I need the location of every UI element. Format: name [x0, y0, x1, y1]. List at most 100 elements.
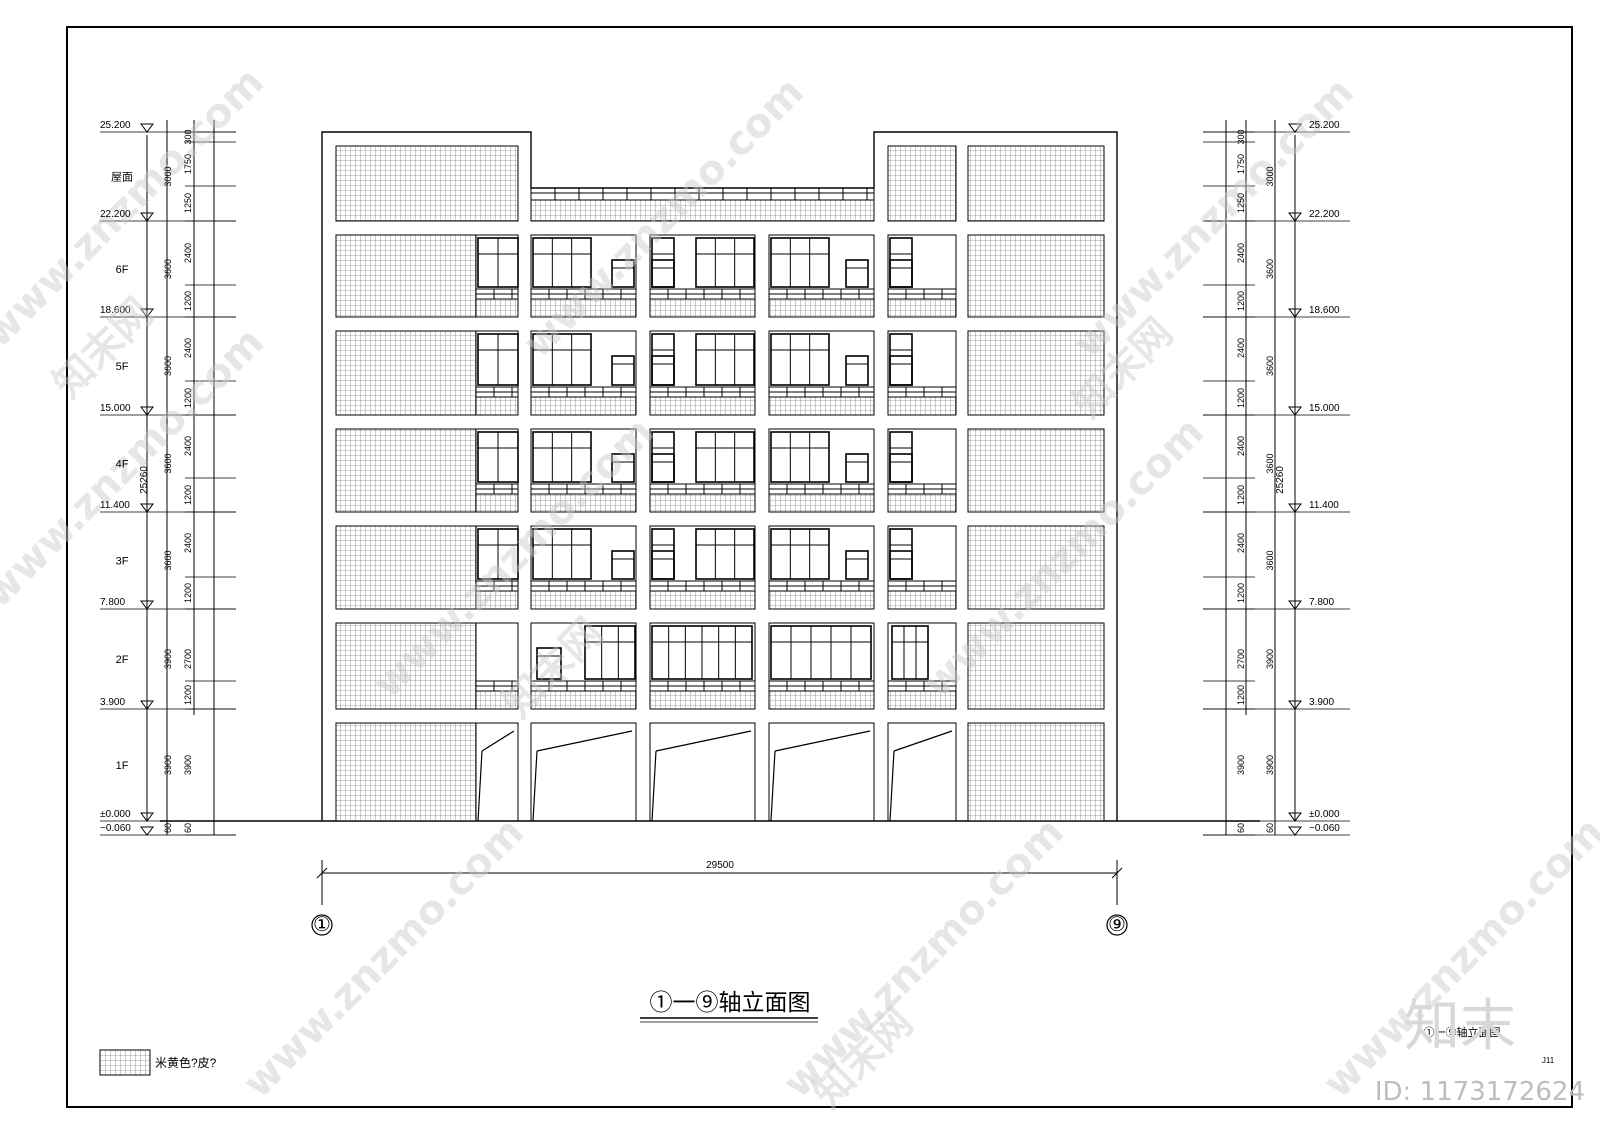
- door-frame: [845, 453, 869, 483]
- panel-frame: [768, 722, 875, 822]
- sub-dim: 2400: [1236, 533, 1246, 553]
- width-dimension-label: 29500: [706, 860, 734, 871]
- sub-dim: 3900: [1236, 755, 1246, 775]
- sub-dim: 300: [183, 129, 193, 144]
- panel-frame: [530, 722, 637, 822]
- sub-dim: 1200: [183, 388, 193, 408]
- level-marker: [140, 600, 154, 610]
- sub-dim: 300: [1236, 129, 1246, 144]
- floor-height-dim: 3000: [1265, 166, 1275, 186]
- level-marker: [1288, 700, 1302, 710]
- window-frame: [532, 333, 592, 386]
- floor-height-dim: 3600: [1265, 550, 1275, 570]
- door-frame: [651, 355, 675, 386]
- tile-panel: [530, 690, 637, 710]
- tile-panel: [475, 590, 519, 610]
- tile-panel: [967, 428, 1105, 513]
- tile-panel: [530, 298, 637, 318]
- sub-dim: 1250: [1236, 193, 1246, 213]
- tile-panel: [768, 690, 875, 710]
- door-frame: [889, 550, 913, 580]
- level-marker: [140, 123, 154, 133]
- tile-panel: [335, 428, 477, 513]
- tile-panel: [335, 330, 477, 416]
- tile-panel: [530, 493, 637, 513]
- level-elevation: −0.060: [1309, 823, 1340, 834]
- tile-panel: [967, 234, 1105, 318]
- floor-height-dim: 3900: [1265, 649, 1275, 669]
- level-elevation: 3.900: [1309, 697, 1334, 708]
- panel-frame: [335, 722, 519, 822]
- floor-height-dim: 3900: [163, 755, 173, 775]
- right-level-ticks: [1203, 123, 1350, 836]
- watermark-logo: 知末: [1404, 994, 1516, 1059]
- level-elevation: ±0.000: [1309, 809, 1340, 820]
- tile-panel: [768, 396, 875, 416]
- sub-dim: 3900: [183, 755, 193, 775]
- window-frame: [889, 431, 913, 483]
- small-title: ①一⑨轴立面图: [1424, 1025, 1501, 1039]
- tile-panel: [475, 493, 519, 513]
- panel-frame: [887, 722, 957, 822]
- floor-label: 屋面: [111, 171, 133, 184]
- sub-dim: 1750: [1236, 154, 1246, 174]
- level-marker: [1288, 308, 1302, 318]
- window-frame: [770, 431, 830, 483]
- window-frame: [770, 625, 872, 680]
- door-frame: [845, 259, 869, 288]
- right-dimensions: [1225, 120, 1296, 835]
- level-marker: [140, 308, 154, 318]
- sheet-code: J11: [1542, 1056, 1555, 1065]
- floor-height-dim: 3600: [1265, 259, 1275, 279]
- sub-dim: 1200: [183, 583, 193, 603]
- level-marker: [140, 700, 154, 710]
- watermark-site: www.znzmo.com: [1315, 809, 1600, 1107]
- door-frame: [845, 355, 869, 386]
- level-elevation: 7.800: [1309, 597, 1334, 608]
- tile-panel: [768, 298, 875, 318]
- level-elevation: 3.900: [100, 697, 125, 708]
- door-line: [532, 750, 538, 822]
- door-line: [893, 730, 953, 752]
- level-marker: [140, 826, 154, 836]
- door-frame: [611, 453, 635, 483]
- level-marker: [140, 503, 154, 513]
- tile-panel: [967, 525, 1105, 610]
- sub-dim: 2400: [1236, 243, 1246, 263]
- window-frame: [891, 625, 929, 680]
- window-frame: [889, 333, 913, 386]
- tile-panel: [649, 298, 756, 318]
- tile-panel: [768, 493, 875, 513]
- roof-railing: [530, 187, 874, 201]
- level-elevation: 15.000: [1309, 403, 1340, 414]
- level-marker: [1288, 503, 1302, 513]
- window-frame: [584, 625, 636, 680]
- tile-panel: [475, 298, 519, 318]
- legend-label: 米黄色?皮?: [155, 1056, 217, 1070]
- tile-panel: [768, 590, 875, 610]
- level-elevation: 18.600: [100, 305, 131, 316]
- window-frame: [532, 237, 592, 288]
- door-line: [651, 750, 657, 822]
- window-frame: [889, 528, 913, 580]
- level-marker: [1288, 826, 1302, 836]
- level-marker: [140, 812, 154, 822]
- axis-label-left: ①: [313, 914, 331, 936]
- window-frame: [532, 528, 592, 580]
- floor-label: 1F: [116, 760, 129, 772]
- tile-panel: [967, 722, 1105, 822]
- width-dimension: [316, 860, 1123, 905]
- door-frame: [611, 259, 635, 288]
- floor-height-dim: 60: [1265, 823, 1275, 833]
- floor-height-dim: 60: [163, 823, 173, 833]
- level-marker: [1288, 406, 1302, 416]
- level-marker: [1288, 123, 1302, 133]
- floor-height-dim: 3900: [1265, 755, 1275, 775]
- tile-panel: [530, 396, 637, 416]
- watermark-site: www.znzmo.com: [0, 319, 273, 617]
- window-frame: [651, 528, 675, 580]
- sub-dim: 2400: [183, 533, 193, 553]
- tile-panel: [335, 145, 519, 222]
- level-elevation: 18.600: [1309, 305, 1340, 316]
- tile-panel: [649, 590, 756, 610]
